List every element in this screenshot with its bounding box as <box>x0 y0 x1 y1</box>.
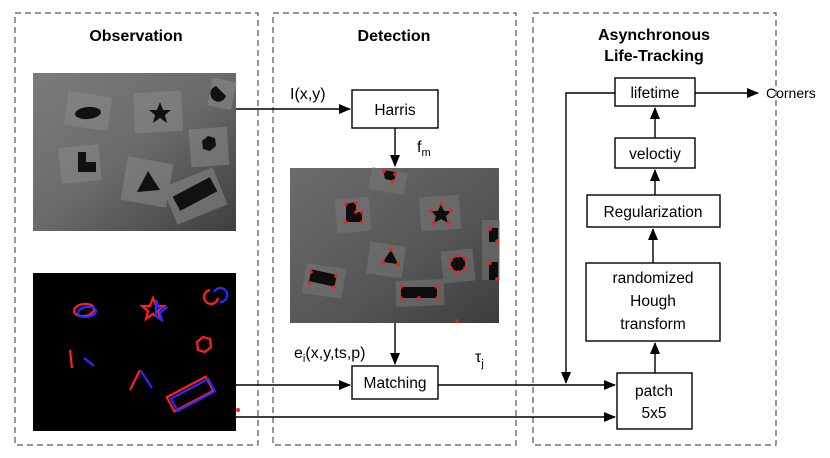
patch-label-line1: patch <box>635 383 673 400</box>
harris-box <box>351 89 439 129</box>
fm-label: fm <box>417 139 431 159</box>
event-frame-image <box>33 273 240 431</box>
velocity-box <box>614 137 696 169</box>
tracking-title-line2: Life-Tracking <box>604 48 704 65</box>
matching-label: Matching <box>364 375 427 392</box>
regularization-label: Regularization <box>603 204 702 221</box>
velocity-label: veloctiy <box>629 146 681 163</box>
corner-markers <box>307 169 499 323</box>
lifetime-label: lifetime <box>630 85 679 102</box>
patch-label-line2: 5x5 <box>642 405 667 422</box>
detection-panel <box>272 12 517 446</box>
arrow-lifetime-feedback <box>561 92 615 384</box>
observation-title: Observation <box>89 28 182 45</box>
hough-box <box>585 262 721 342</box>
harris-label: Harris <box>374 102 416 119</box>
hough-label-line2: Hough <box>630 293 676 310</box>
detection-title: Detection <box>358 28 431 45</box>
lifetime-box <box>614 77 696 107</box>
intensity-label: I(x,y) <box>290 86 326 103</box>
hough-label-line3: transform <box>620 316 685 333</box>
grayscale-frame-image <box>33 73 237 231</box>
hough-label-line1: randomized <box>613 270 694 287</box>
corner-detection-image <box>290 167 500 323</box>
regularization-box <box>586 194 721 228</box>
tau-label: τj <box>475 349 484 370</box>
matching-box <box>351 365 439 400</box>
observation-panel <box>14 12 259 446</box>
patch-box <box>616 372 693 430</box>
corners-output-label: Corners <box>766 85 816 101</box>
tracking-panel <box>532 12 777 446</box>
tracking-title-line1: Asynchronous <box>598 27 710 44</box>
event-label: ei(x,y,ts,p) <box>294 345 366 365</box>
